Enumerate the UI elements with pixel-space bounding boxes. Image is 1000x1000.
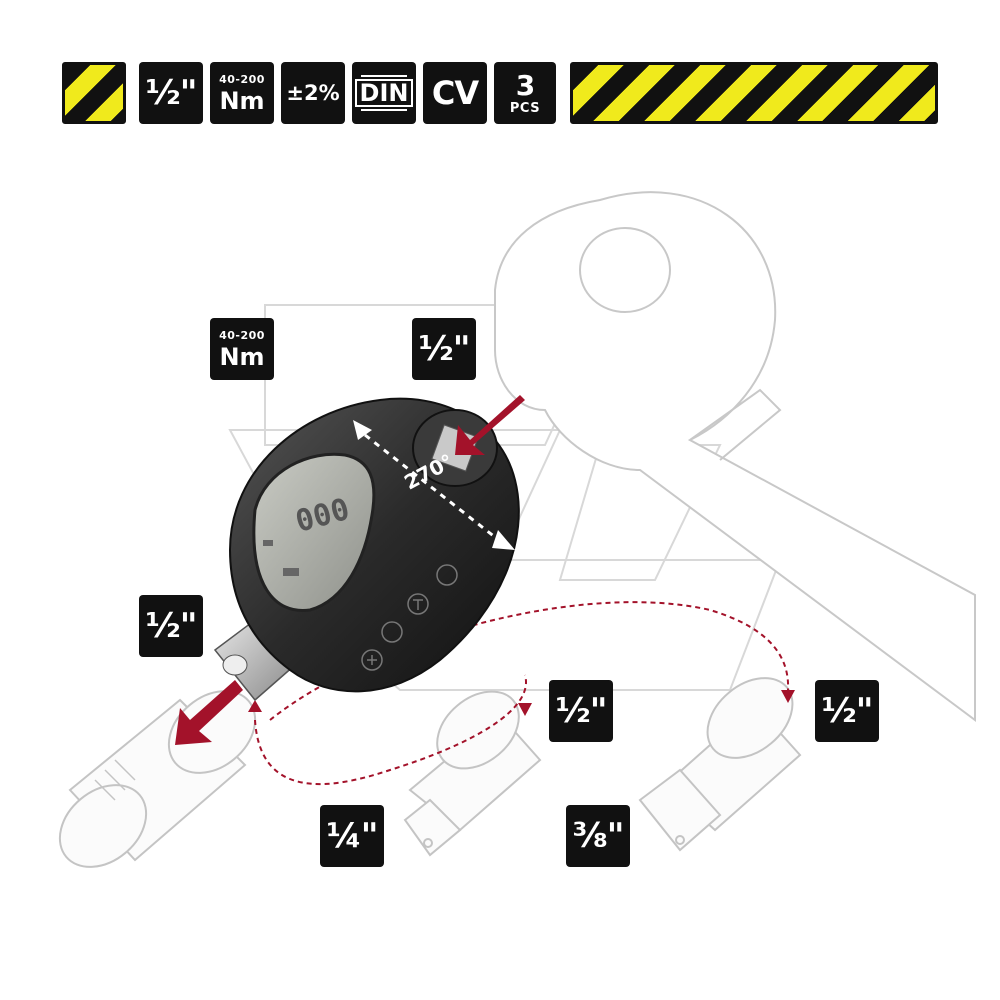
callout-input-drive: ½"	[412, 318, 476, 380]
badge-din: DIN	[352, 62, 416, 124]
callout-adapter-1-top-text: ½"	[555, 691, 608, 731]
button-back-icon	[381, 621, 403, 643]
red-arrow-output	[175, 680, 243, 745]
callout-torque-range: 40-200 Nm	[210, 318, 274, 380]
badge-torque-range-values: 40-200	[219, 72, 265, 86]
badge-cv: CV	[423, 62, 487, 124]
badge-pieces: 3 PCS	[494, 62, 556, 124]
badge-drive-size: ½"	[139, 62, 203, 124]
socket-left	[58, 690, 257, 868]
badge-torque-range-unit: Nm	[219, 86, 265, 115]
callout-adapter-2-bottom-text: ⅜"	[572, 816, 625, 856]
lcd-display: 000	[252, 452, 376, 613]
callout-adapter-1-bottom: ¼"	[320, 805, 384, 867]
badge-cv-text: CV	[431, 74, 479, 112]
badge-drive-size-text: ½"	[145, 73, 198, 113]
button-t-icon	[407, 593, 429, 615]
callout-torque-range-unit: Nm	[219, 342, 265, 371]
callout-adapter-1-top: ½"	[549, 680, 613, 742]
badge-pieces-count: 3	[515, 68, 536, 102]
button-unit-icon	[436, 564, 458, 586]
badge-accuracy-text: ±2%	[286, 80, 340, 105]
badge-accuracy: ±2%	[281, 62, 345, 124]
button-plus-icon	[361, 649, 383, 671]
callout-adapter-2-top: ½"	[815, 680, 879, 742]
path-arrowheads	[248, 690, 795, 716]
callout-adapter-2-bottom: ⅜"	[566, 805, 630, 867]
callout-input-drive-text: ½"	[418, 329, 471, 369]
callout-output-drive-text: ½"	[145, 606, 198, 646]
device-buttons	[361, 564, 458, 671]
wrench-outline	[494, 191, 976, 722]
badge-din-text: DIN	[354, 75, 414, 111]
callout-adapter-1-bottom-text: ¼"	[326, 816, 379, 856]
hazard-stripes-left	[62, 62, 126, 124]
red-arrow-input	[455, 395, 525, 455]
badge-torque-range: 40-200 Nm	[210, 62, 274, 124]
callout-output-drive: ½"	[139, 595, 203, 657]
hazard-stripes-right	[570, 62, 938, 124]
adapter-quarter	[403, 690, 542, 857]
torque-adapter-device: 000 270°	[213, 397, 520, 702]
swap-path-arrows	[254, 601, 790, 786]
callout-torque-range-values: 40-200	[219, 328, 265, 342]
adapter-three-eighths	[638, 677, 802, 852]
callout-adapter-2-top-text: ½"	[821, 691, 874, 731]
badge-pieces-unit: PCS	[509, 100, 541, 116]
